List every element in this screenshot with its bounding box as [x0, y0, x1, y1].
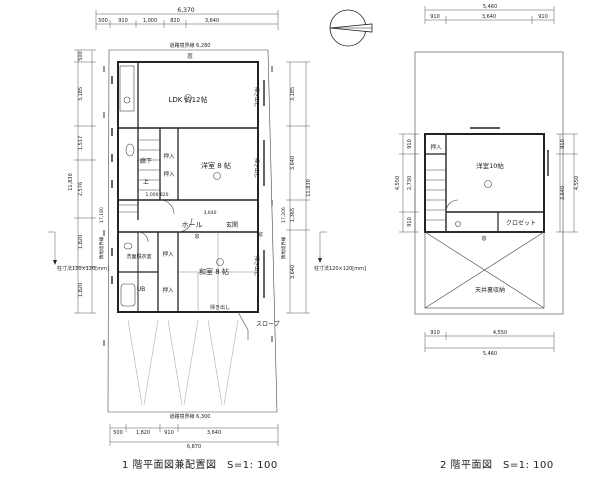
floor2-room-wardrobe: クロゼット: [506, 219, 536, 227]
room-ldk: LDK 約12帖: [168, 95, 207, 104]
floor2-right-dimensions: 910 3,640 4,550: [556, 133, 580, 233]
floor1-top-dim-3: 820: [170, 18, 180, 24]
floor1-bottom-dim-3: 3,640: [207, 430, 221, 436]
floor2-left-dim-1: 2,730: [407, 176, 413, 190]
floor2-top-dimensions: 5,460 910 3,640 910: [424, 4, 555, 24]
room-washroom: 洗面脱衣室: [126, 253, 151, 260]
floor1-right-dimensions: 3,185 3,640 1,365 3,640 11,830 17,206 隣地…: [280, 61, 312, 314]
floor1-left-boundary: 隣地境界線: [98, 236, 105, 259]
floor2-right-total: 4,550: [574, 176, 580, 190]
floor1-building: [103, 61, 273, 406]
floor2-top-dim-2: 910: [538, 14, 548, 20]
floor1-left-inner-total: 17,180: [99, 207, 105, 223]
floor1-right-dim-1: 3,640: [290, 156, 296, 170]
floor2-room-western-10: 洋室10帖: [476, 161, 504, 170]
floor1-post-note-left: 柱寸法120×120[mm]: [57, 265, 109, 272]
room-ub: UB: [137, 286, 146, 293]
floor2-top-dim-1: 3,640: [482, 14, 496, 20]
floor1-road-top: 道路境界線 6,280: [170, 42, 211, 49]
floor1-bottom-dim-1: 1,820: [136, 430, 150, 436]
floor1-top-dimensions: 6,370 500 910 1,000 820 3,640: [95, 7, 279, 30]
floor1-left-dim-2: 1,517: [78, 136, 84, 150]
floor1-left-dim-3: 2,576: [78, 182, 84, 196]
entrance-slope: スロープ: [256, 321, 280, 328]
room-japanese-8: 和室 8 帖: [199, 267, 229, 276]
floor2-right-dim-0: 910: [560, 139, 566, 149]
floor1-post-note-right: 柱寸法120×120[mm]: [314, 265, 366, 272]
floor1-section-arrowhead-right: [318, 258, 322, 263]
floor2-top-total: 5,460: [483, 4, 497, 10]
floor1-hall-dims: 3,640: [204, 210, 217, 216]
room-hall: ホール: [182, 221, 203, 229]
floor2-building: [424, 127, 549, 309]
floor2-bottom-dimensions: 910 4,550 5,460: [424, 330, 555, 357]
floor1-sweep-3: 掃き出し: [253, 256, 260, 276]
floor1-section-arrowhead-left: [53, 260, 57, 265]
floor1-left-dim-4: 1,820: [78, 235, 84, 249]
floor2-top-dim-0: 910: [430, 14, 440, 20]
floor2-right-dim-1: 3,640: [560, 186, 566, 200]
floor2-left-dimensions: 910 2,730 910 4,550: [395, 133, 419, 233]
floor1-window-hall: 窓: [258, 231, 263, 238]
floor1-bottom-total: 6,870: [187, 444, 201, 450]
floor2-site-boundary: [414, 51, 564, 315]
floor1-top-total: 6,370: [177, 7, 194, 14]
floor1-left-dim-5: 1,820: [78, 283, 84, 297]
floor1-stair-dims: 1,000 820: [146, 192, 169, 198]
floor2-bottom-dim-1: 4,550: [493, 330, 507, 336]
floor2-caption: 2 階平面図 S=1: 100: [440, 460, 554, 471]
room-western-8: 洋室 8 帖: [201, 161, 231, 170]
floor1-bottom-dimensions: 500 1,820 910 3,640 6,870: [109, 424, 279, 450]
room-entrance: 玄関: [226, 221, 238, 229]
floor1-sweep-2: 掃き出し: [253, 158, 260, 178]
floor2-window: 窓: [481, 235, 486, 242]
floor2-room-closet: 押入: [430, 143, 442, 151]
floor2-left-total: 4,550: [395, 176, 401, 190]
floor1-right-total: 11,830: [306, 179, 312, 197]
room-closet-1: 押入: [163, 152, 175, 160]
floor1-left-dimensions: 500 3,185 1,517 2,576 1,820 1,820 11,830…: [68, 49, 105, 314]
floor1-top-dim-2: 1,000: [143, 18, 157, 24]
floor1-top-dim-4: 3,640: [205, 18, 219, 24]
floor2-bottom-dim-0: 910: [430, 330, 440, 336]
floor1-window-japanese: 窓: [194, 233, 199, 240]
floor1-site-boundary: [107, 49, 278, 413]
floor1-right-boundary: 隣地境界線: [280, 236, 287, 259]
floor1-caption: 1 階平面図兼配置図 S=1: 100: [122, 460, 278, 471]
floor1-road-bottom: 道路境界線 6,300: [170, 413, 211, 420]
floor1-left-dim-0: 500: [78, 51, 84, 61]
floor1-window-top: 窓: [187, 52, 193, 60]
floor2-left-dim-0: 910: [407, 139, 413, 149]
room-corridor: 廊下: [140, 157, 152, 165]
floor1-bottom-dim-2: 910: [164, 430, 174, 436]
floor1-right-dim-2: 1,365: [290, 208, 296, 222]
floor1-sweep-4: 掃き出し: [210, 304, 230, 311]
floor2-attic-storage: 天井裏収納: [475, 286, 505, 294]
floor1-top-dim-0: 500: [98, 18, 108, 24]
room-closet-3: 押入: [162, 250, 174, 258]
stair-up: 上: [143, 178, 149, 186]
floor2-bottom-total: 5,460: [483, 351, 497, 357]
floor1-right-dim-0: 3,185: [290, 87, 296, 101]
floor1-top-dim-1: 910: [118, 18, 128, 24]
floor1-left-dim-1: 3,185: [78, 87, 84, 101]
room-closet-4: 押入: [162, 286, 174, 294]
floor1-sweep-1: 掃き出し: [253, 87, 260, 107]
floor1-left-total: 11,830: [68, 173, 74, 191]
floor1-right-dim-3: 3,640: [290, 265, 296, 279]
floor2-left-dim-2: 910: [407, 217, 413, 227]
room-closet-2: 押入: [163, 170, 175, 178]
floor1-right-inner-total: 17,206: [281, 207, 287, 223]
north-arrow-icon: [329, 9, 373, 47]
floor1-bottom-dim-0: 500: [113, 430, 123, 436]
